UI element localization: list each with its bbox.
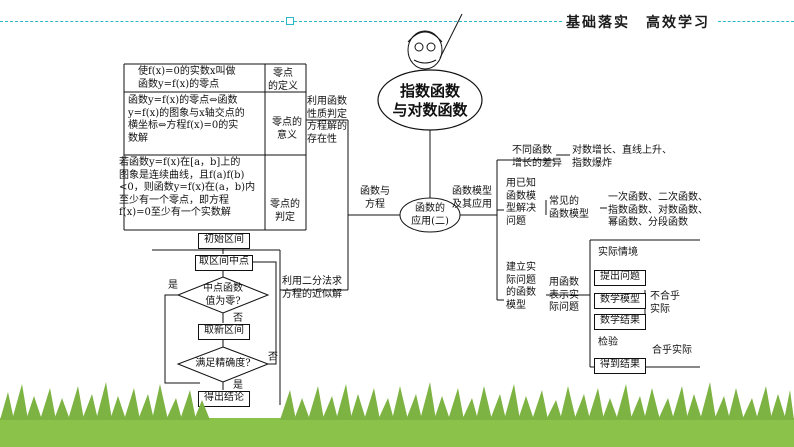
grass-decoration xyxy=(0,382,794,447)
model-step-math-result: 数学结果 xyxy=(594,314,646,330)
use-known-model-label: 用已知 函数模 型解决 问题 xyxy=(506,178,536,227)
flow-step-initial-interval: 初始区间 xyxy=(198,233,250,249)
build-model-label: 建立实 际问题 的函数 模型 xyxy=(506,262,536,311)
bisection-group-label: 利用二分法求 方程的近似解 xyxy=(282,276,342,300)
model-step-situation: 实际情境 xyxy=(598,247,638,258)
flow-yes-label-2: 是 xyxy=(233,380,243,391)
branch-function-equation: 函数与 方程 xyxy=(360,186,390,210)
zero-definition-label: 零点 的定义 xyxy=(268,68,298,92)
flow-decision-midpoint-zero: 中点函数 值为零? xyxy=(203,283,243,307)
zero-judgement-text: 若函数y=f(x)在[a，b]上的 图象是连续曲线，且f(a)f(b) <0，则… xyxy=(119,157,256,218)
model-step-question: 提出问题 xyxy=(594,270,646,286)
flow-step-new-interval: 取新区间 xyxy=(198,324,250,340)
sub-title: 函数的 应用(二) xyxy=(411,203,449,227)
zero-definition-text: 使f(x)=0的实数x叫做 函数y=f(x)的零点 xyxy=(138,66,236,90)
header-line-far-right xyxy=(718,21,794,22)
express-problem-label: 用函数 表示实 际问题 xyxy=(549,277,579,313)
zero-meaning-label: 零点的 意义 xyxy=(272,117,302,141)
flow-decision-precision: 满足精确度? xyxy=(195,358,251,369)
flow-no-label-2: 否 xyxy=(268,352,278,363)
common-model-text: 一次函数、二次函数、 指数函数、对数函数、 幂函数、分段函数 xyxy=(608,192,708,228)
fit-reality-label: 合乎实际 xyxy=(652,345,692,356)
flow-yes-label-1: 是 xyxy=(168,280,178,291)
model-step-check: 检验 xyxy=(598,337,618,348)
flow-no-label-1: 否 xyxy=(233,313,243,324)
flow-step-conclusion: 得出结论 xyxy=(198,391,250,407)
flow-step-midpoint: 取区间中点 xyxy=(195,255,253,271)
growth-compare-text: 对数增长、直线上升、 指数爆炸 xyxy=(572,145,672,169)
header-line-right xyxy=(294,21,562,22)
model-step-result: 得到结果 xyxy=(594,358,646,374)
main-title: 指数函数 与对数函数 xyxy=(392,82,468,119)
branch-function-model: 函数模型 及其应用 xyxy=(452,186,492,210)
growth-compare-label: 不同函数 增长的差异 xyxy=(512,145,562,169)
zero-judgement-label: 零点的 判定 xyxy=(270,199,300,223)
header-square-icon xyxy=(286,17,294,25)
not-fit-reality-label: 不合乎 实际 xyxy=(650,291,680,315)
zero-meaning-text: 函数y=f(x)的零点⇔函数 y=f(x)的图象与x轴交点的 横坐标⇔方程f(x… xyxy=(128,95,245,144)
model-step-math-model: 数学模型 xyxy=(594,293,646,309)
zero-group-label: 利用函数 性质判定 方程解的 存在性 xyxy=(307,96,347,145)
header-line-left xyxy=(0,21,284,22)
header-title: 基础落实 高效学习 xyxy=(566,15,710,31)
common-model-label: 常见的 函数模型 xyxy=(549,196,589,220)
